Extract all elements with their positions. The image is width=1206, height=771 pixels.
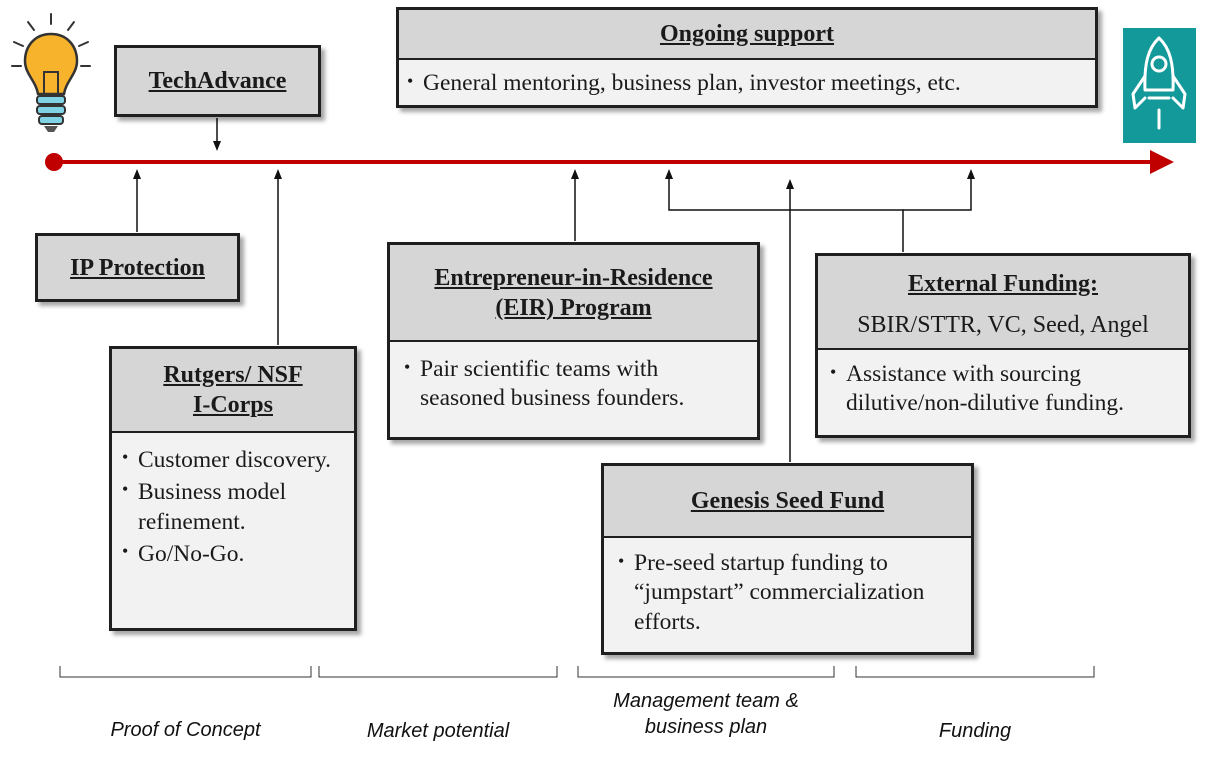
ip-protection-box: IP Protection	[35, 233, 240, 302]
phase-label-funding: Funding	[938, 720, 1012, 742]
phase-label-market-potential: Market potential	[366, 720, 510, 742]
eir-title-line1: Entrepreneur-in-Residence	[434, 264, 713, 291]
icorps-title-line2: I-Corps	[192, 392, 273, 418]
phase-bracket-proof	[59, 666, 312, 678]
phase-label-management-line2: business plan	[644, 716, 768, 738]
ip-protection-title: IP Protection	[38, 236, 237, 299]
list-item: Pre-seed startup funding to “jumpstart” …	[618, 549, 959, 637]
techadvance-title: TechAdvance	[117, 48, 318, 114]
phase-bracket-market	[318, 666, 558, 678]
ongoing-support-list: General mentoring, business plan, invest…	[407, 69, 1087, 98]
icorps-list: Customer discovery. Business model refin…	[122, 445, 344, 569]
genesis-list: Pre-seed startup funding to “jumpstart” …	[618, 549, 959, 637]
external-funding-subtitle: SBIR/STTR, VC, Seed, Angel	[857, 312, 1149, 338]
icorps-box: Rutgers/ NSF I-Corps Customer discovery.…	[109, 346, 357, 631]
list-item: General mentoring, business plan, invest…	[407, 69, 1087, 98]
phase-label-proof-of-concept: Proof of Concept	[110, 719, 261, 741]
icorps-title: Rutgers/ NSF I-Corps	[112, 349, 354, 433]
funding-bracket	[665, 169, 904, 252]
icorps-title-line1: Rutgers/ NSF	[163, 362, 303, 388]
list-item: Assistance with sourcing dilutive/non-di…	[830, 360, 1178, 419]
funding-bracket-right	[903, 169, 975, 211]
genesis-title: Genesis Seed Fund	[604, 466, 971, 538]
genesis-box: Genesis Seed Fund Pre-seed startup fundi…	[601, 463, 974, 655]
eir-box: Entrepreneur-in-Residence (EIR) Program …	[387, 242, 760, 440]
list-item: Go/No-Go.	[122, 539, 344, 569]
phase-bracket-management	[577, 666, 835, 678]
phase-label-management: Management team & business plan	[578, 688, 834, 740]
timeline-arrowhead	[1150, 150, 1174, 174]
lightbulb-icon	[11, 13, 91, 132]
eir-title-line2: (EIR) Program	[495, 294, 652, 321]
techadvance-box: TechAdvance	[114, 45, 321, 117]
ongoing-support-box: Ongoing support General mentoring, busin…	[396, 7, 1098, 108]
eir-title: Entrepreneur-in-Residence (EIR) Program	[390, 245, 757, 342]
external-funding-box: External Funding: SBIR/STTR, VC, Seed, A…	[815, 253, 1191, 438]
external-funding-list: Assistance with sourcing dilutive/non-di…	[830, 360, 1178, 419]
rocket-icon	[1123, 28, 1196, 143]
ongoing-support-title: Ongoing support	[399, 10, 1095, 60]
external-funding-title: External Funding:	[818, 256, 1188, 312]
phase-label-management-line1: Management team &	[613, 690, 799, 712]
timeline-start-dot	[45, 153, 63, 171]
list-item: Pair scientific teams with seasoned busi…	[404, 355, 745, 414]
list-item: Customer discovery.	[122, 445, 344, 475]
phase-bracket-funding	[855, 666, 1095, 678]
eir-list: Pair scientific teams with seasoned busi…	[404, 355, 745, 414]
list-item: Business model refinement.	[122, 477, 344, 537]
